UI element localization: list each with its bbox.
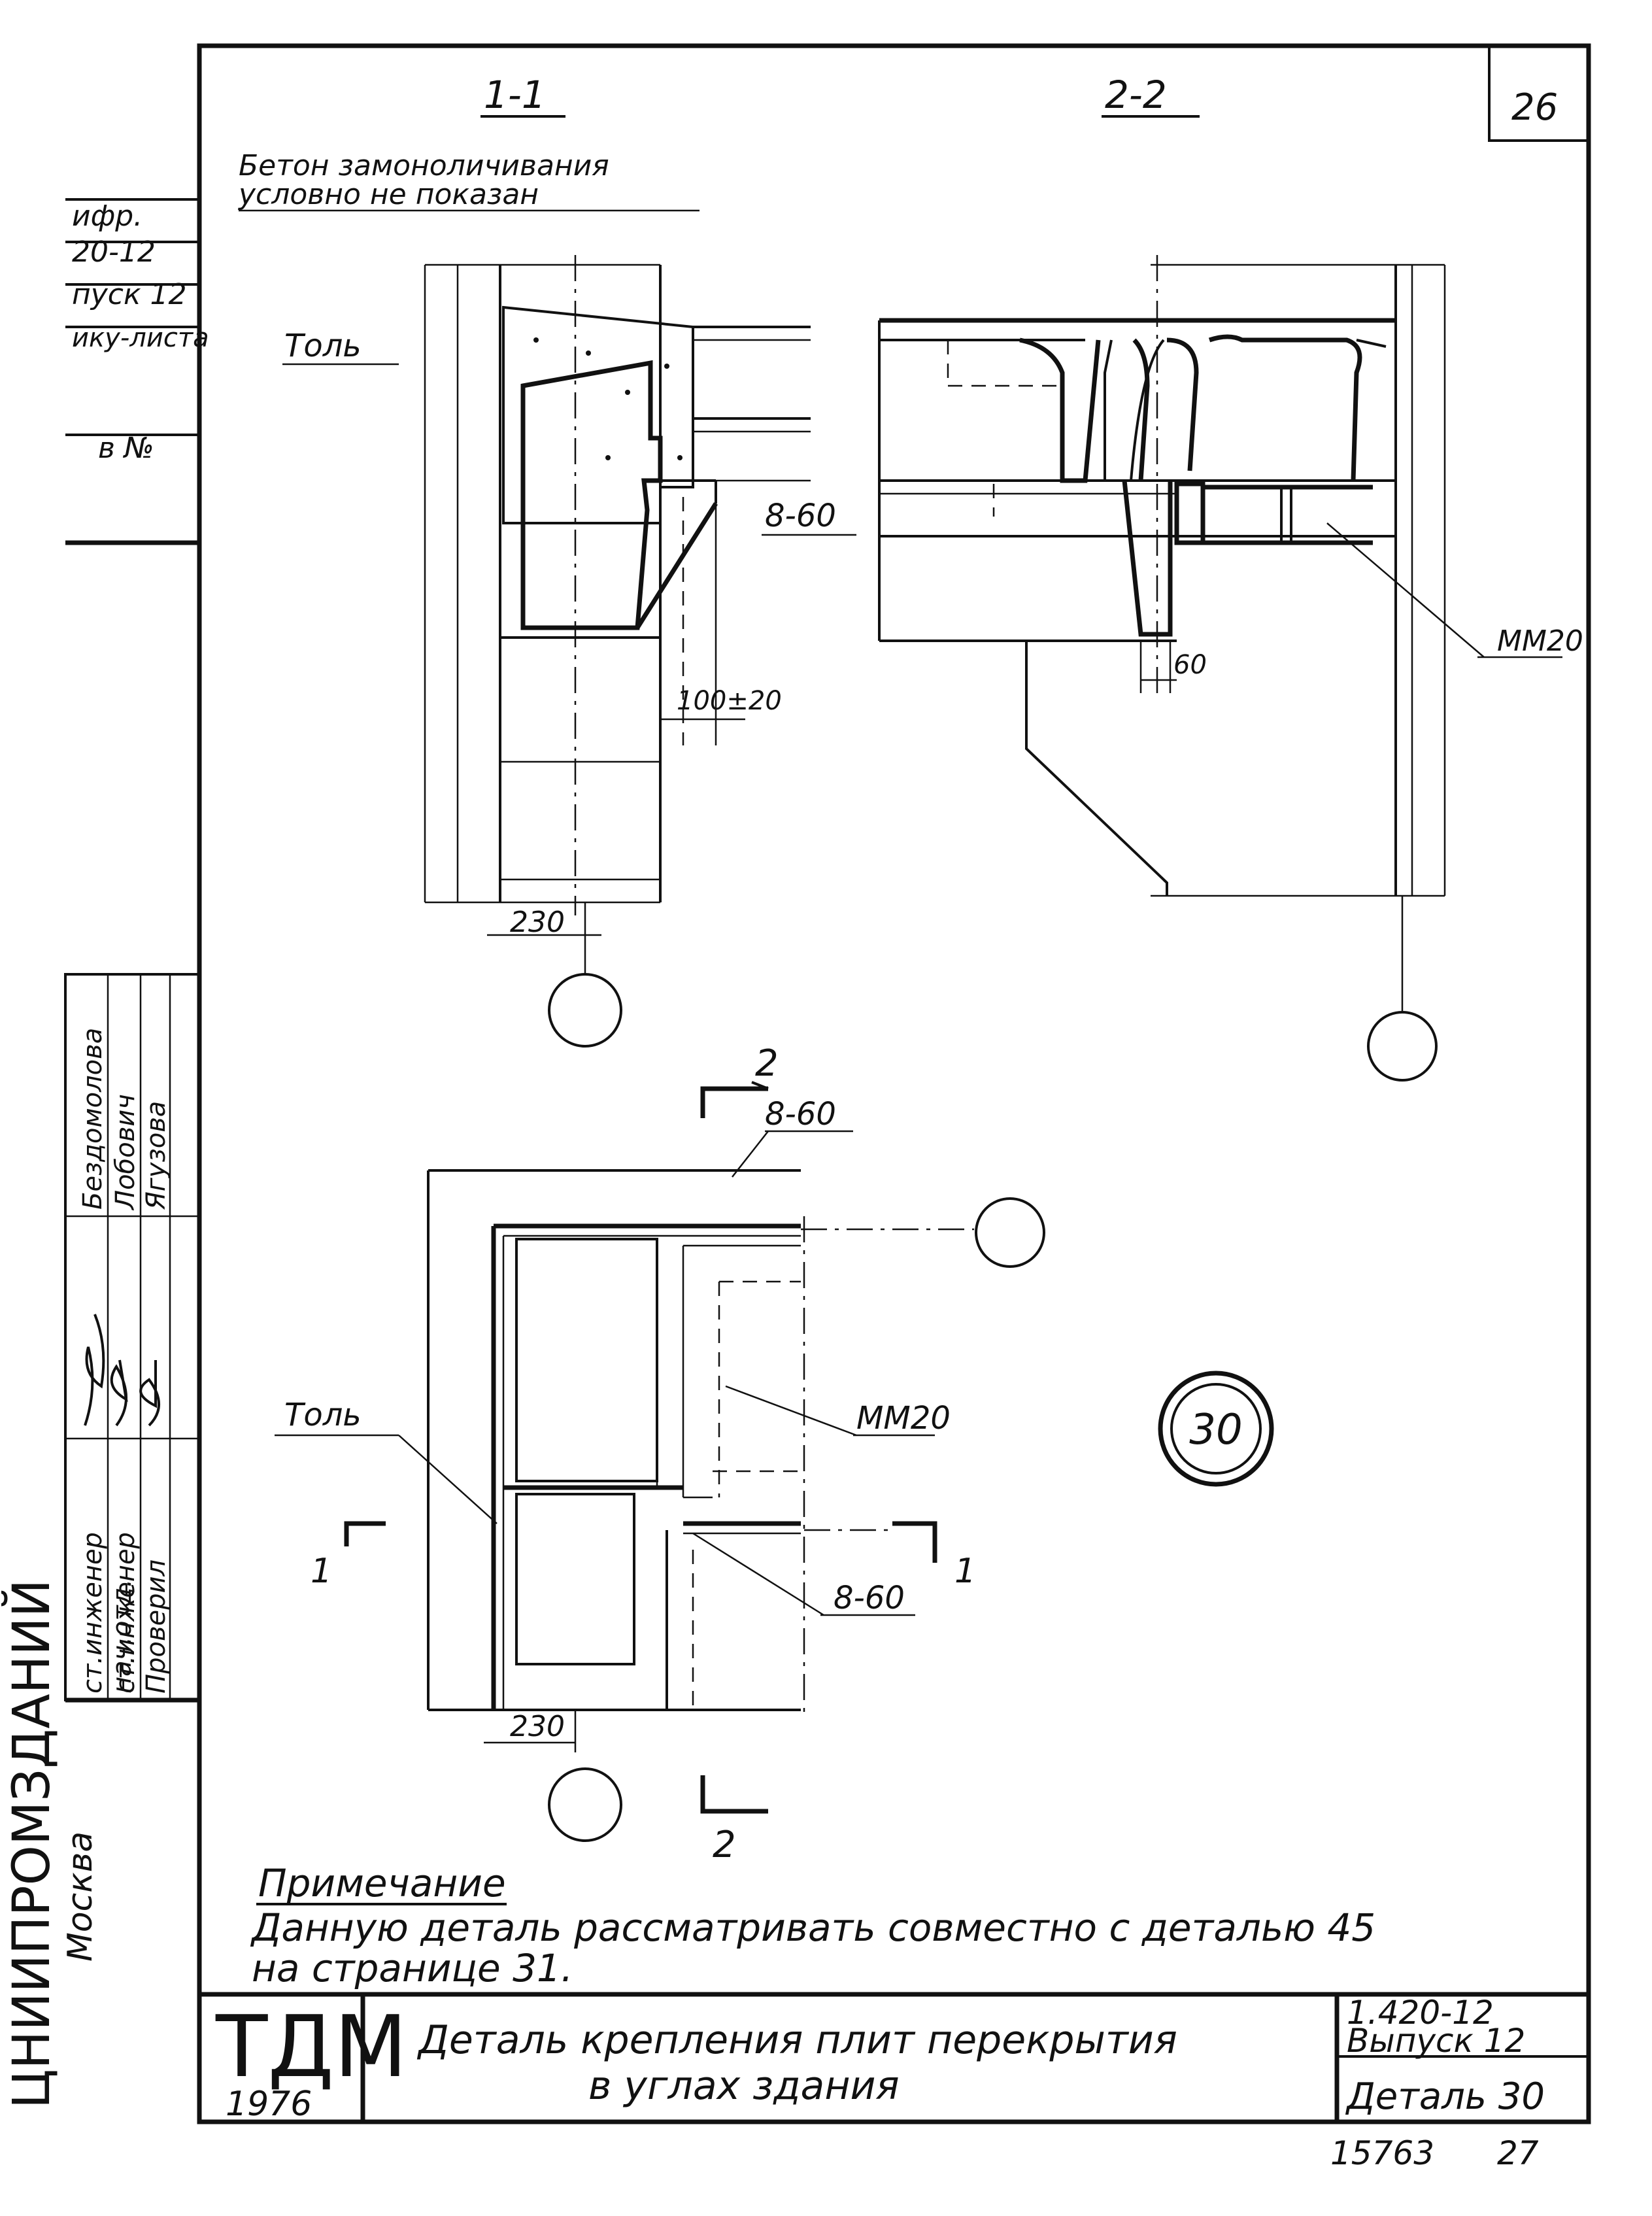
- section-2-drawing: [878, 255, 1562, 1082]
- marker-1-right: 1: [954, 1552, 976, 1591]
- detail-number: 30: [1189, 1406, 1242, 1454]
- stamp-role-3: ст.инженер: [110, 1532, 141, 1694]
- tdm-logo: ТДМ: [215, 1997, 407, 2096]
- weld-label-plan-top: 8-60: [765, 1096, 836, 1133]
- title-line-2: в углах здания: [588, 2063, 900, 2109]
- stamp-code-4: ику-листа: [72, 323, 209, 353]
- plan-callout-bottom: [548, 1767, 622, 1842]
- title-series: 1.420-12: [1347, 1994, 1494, 2032]
- sheet-number: 26: [1511, 86, 1558, 129]
- marker-2-top: 2: [755, 1042, 779, 1085]
- stamp-role-2: ст.инженер: [78, 1532, 108, 1694]
- tol-label-bottom: Толь: [284, 1397, 362, 1433]
- dim-230-bottom: 230: [510, 1710, 565, 1743]
- note-line-2: на странице 31.: [252, 1946, 573, 1990]
- stamp-code-3: пуск 12: [72, 278, 187, 311]
- mm20-label-plan: ММ20: [856, 1400, 951, 1437]
- dim-100: 100±20: [677, 686, 782, 716]
- stamp-city: Москва: [61, 1832, 100, 1962]
- stamp-code-2: 20-12: [72, 235, 156, 269]
- section-2-title: 2-2: [1105, 73, 1167, 117]
- stamp-role-4: Проверил: [141, 1560, 171, 1694]
- detail-circle-outer: [1158, 1371, 1274, 1487]
- plan-drawing: [275, 1081, 1274, 1842]
- section-1-drawing: [424, 255, 811, 1048]
- section-2-callout: [1367, 1011, 1438, 1082]
- title-detail: Деталь 30: [1345, 2075, 1545, 2118]
- detail-circle-inner: [1170, 1383, 1262, 1474]
- note-heading: Примечание: [258, 1861, 506, 1905]
- title-issue: Выпуск 12: [1347, 2022, 1525, 2060]
- left-stamp: [64, 198, 201, 1703]
- section-1-title: 1-1: [484, 73, 546, 117]
- section-1-callout: [548, 973, 622, 1048]
- stamp-name-1: Бездомолова: [78, 1028, 108, 1210]
- concrete-note-line-2: условно не показан: [237, 178, 539, 211]
- sheet-number-box: [1488, 44, 1590, 142]
- signatures: [84, 1314, 160, 1427]
- stamp-name-2: Лобович: [110, 1094, 141, 1211]
- stamp-code-1: ифр.: [72, 199, 143, 233]
- stamp-name-3: Ягузова: [141, 1101, 171, 1210]
- tol-label-top: Толь: [284, 328, 362, 364]
- title-line-1: Деталь крепления плит перекрытия: [416, 2017, 1177, 2063]
- plan-callout-right: [975, 1197, 1045, 1268]
- dim-230-top: 230: [510, 906, 565, 939]
- marker-2-bottom: 2: [713, 1824, 736, 1866]
- bottom-page: 27: [1497, 2134, 1539, 2172]
- sheet-frame: [197, 43, 1591, 2124]
- title-year: 1976: [226, 2085, 312, 2124]
- weld-label-section-1: 8-60: [765, 498, 836, 534]
- weld-label-plan-bottom: 8-60: [834, 1580, 905, 1616]
- bottom-code: 15763: [1330, 2134, 1434, 2172]
- mm20-label-top: ММ20: [1497, 624, 1583, 658]
- stamp-code-5: в №: [98, 432, 154, 465]
- marker-1-left: 1: [311, 1552, 332, 1591]
- stamp-role-1: нач.отд.: [107, 1579, 137, 1694]
- dim-60: 60: [1173, 650, 1207, 680]
- concrete-note-line-1: Бетон замоноличивания: [239, 149, 609, 182]
- note-line-1: Данную деталь рассматривать совместно с …: [250, 1905, 1375, 1950]
- stamp-org: ЦНИИПРОМЗДАНИЙ: [1, 1579, 61, 2109]
